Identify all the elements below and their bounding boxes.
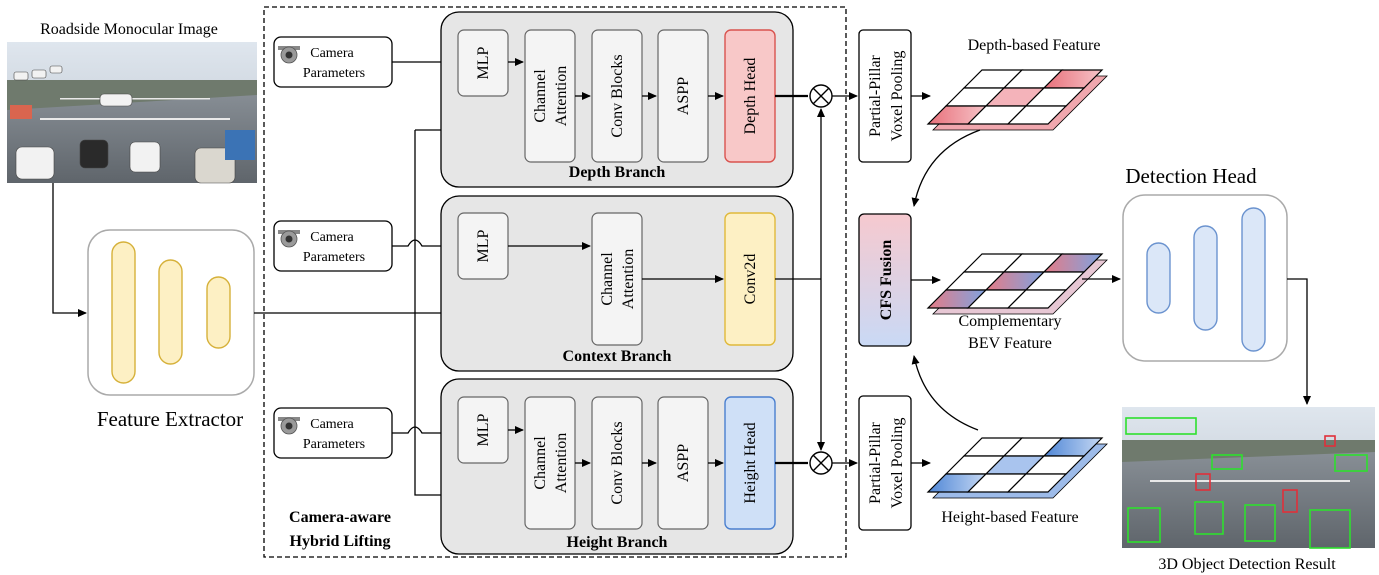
svg-text:Camera: Camera — [310, 230, 354, 245]
extractor-layer-1 — [111, 241, 136, 384]
svg-text:Partial-Pillar: Partial-Pillar — [867, 421, 884, 503]
svg-text:Camera: Camera — [310, 417, 354, 432]
height-branch: MLP Channel Attention Conv Blocks ASPP H… — [440, 378, 794, 555]
camera-params-depth: Camera Parameters — [273, 36, 393, 88]
camera-icon — [278, 230, 300, 248]
svg-text:Conv Blocks: Conv Blocks — [609, 421, 626, 504]
voxel-pooling-bottom: Partial-Pillar Voxel Pooling — [858, 395, 912, 531]
grid-cell — [1006, 289, 1068, 309]
svg-text:Channel: Channel — [532, 436, 549, 490]
voxel-pooling-top: Partial-Pillar Voxel Pooling — [858, 29, 912, 163]
height-branch-title: Height Branch — [567, 534, 668, 551]
svg-text:Channel: Channel — [532, 69, 549, 123]
context-branch-title: Context Branch — [563, 348, 672, 365]
lifting-label-line1: Camera-aware — [289, 509, 391, 526]
detection-head-label: Detection Head — [1125, 164, 1257, 188]
output-label: 3D Object Detection Result — [1158, 556, 1336, 573]
svg-text:Attention: Attention — [553, 433, 570, 493]
svg-text:Camera: Camera — [310, 46, 354, 61]
det-layer-3 — [1241, 207, 1266, 352]
svg-text:ASPP: ASPP — [675, 77, 692, 115]
svg-text:ASPP: ASPP — [675, 444, 692, 482]
svg-text:Attention: Attention — [553, 66, 570, 126]
svg-text:Partial-Pillar: Partial-Pillar — [867, 54, 884, 136]
lifting-label-line2: Hybrid Lifting — [290, 533, 391, 550]
input-image-label: Roadside Monocular Image — [40, 21, 218, 38]
extractor-layer-3 — [206, 276, 231, 349]
extractor-layer-2 — [158, 259, 183, 365]
context-branch: MLP Channel Attention Conv2d Context Bra… — [440, 195, 794, 372]
multiply-node-depth — [809, 84, 833, 108]
grid-cell — [1006, 105, 1068, 125]
complementary-bev-grid — [926, 253, 1108, 315]
svg-text:Channel: Channel — [599, 252, 616, 306]
roadside-image — [7, 42, 257, 184]
height-feature-label: Height-based Feature — [941, 509, 1078, 526]
svg-text:Parameters: Parameters — [303, 437, 365, 452]
svg-text:Parameters: Parameters — [303, 66, 365, 81]
svg-text:CFS Fusion: CFS Fusion — [878, 240, 895, 321]
cfs-fusion-block: CFS Fusion — [858, 213, 912, 347]
camera-params-context: Camera Parameters — [273, 220, 393, 272]
depth-bev-grid — [926, 69, 1108, 131]
det-layer-2 — [1193, 225, 1218, 331]
camera-icon — [278, 46, 300, 64]
hybrid-lifting-module — [263, 6, 847, 558]
svg-text:MLP: MLP — [475, 46, 492, 79]
svg-text:Parameters: Parameters — [303, 250, 365, 265]
camera-icon — [278, 417, 300, 435]
multiply-node-height — [809, 451, 833, 475]
depth-branch: MLP Channel Attention Conv Blocks ASPP D… — [440, 11, 794, 188]
svg-text:Height Head: Height Head — [742, 422, 759, 503]
detection-result-image — [1122, 407, 1375, 549]
camera-params-height: Camera Parameters — [273, 407, 393, 459]
height-bev-grid — [926, 437, 1108, 499]
svg-text:Voxel Pooling: Voxel Pooling — [889, 418, 906, 509]
feature-extractor-label: Feature Extractor — [97, 407, 243, 431]
depth-branch-title: Depth Branch — [569, 164, 666, 181]
svg-text:MLP: MLP — [475, 229, 492, 262]
svg-text:MLP: MLP — [475, 413, 492, 446]
svg-text:Depth Head: Depth Head — [742, 58, 759, 135]
complementary-feature-label-line2: BEV Feature — [968, 335, 1052, 352]
svg-text:Attention: Attention — [620, 249, 637, 309]
complementary-feature-label-line1: Complementary — [958, 313, 1061, 330]
svg-text:Conv Blocks: Conv Blocks — [609, 54, 626, 137]
svg-text:Conv2d: Conv2d — [742, 254, 759, 305]
grid-cell — [1006, 473, 1068, 493]
det-layer-1 — [1146, 242, 1171, 314]
svg-text:Voxel Pooling: Voxel Pooling — [889, 51, 906, 142]
depth-mlp-block — [457, 29, 509, 97]
depth-feature-label: Depth-based Feature — [968, 37, 1101, 54]
